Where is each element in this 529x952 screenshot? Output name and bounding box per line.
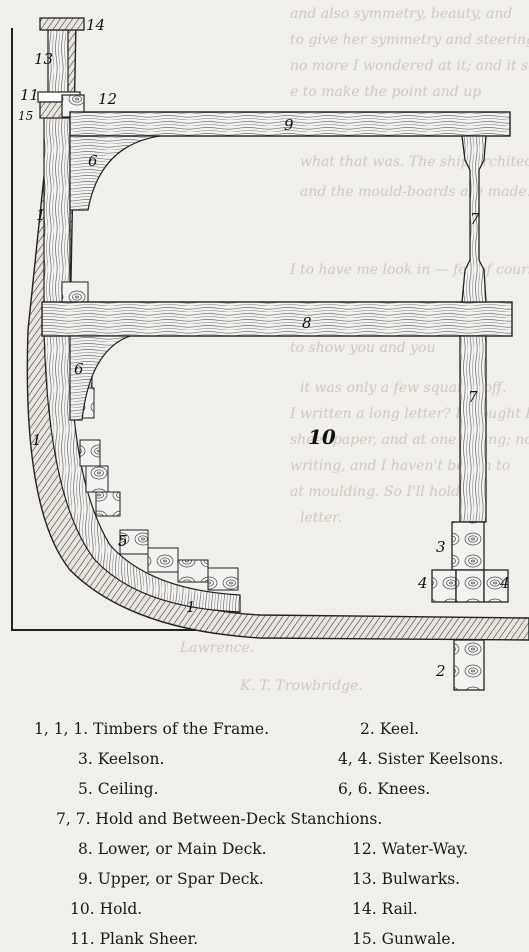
label-1-lower: 1	[186, 598, 196, 616]
label-5: 5	[118, 532, 128, 550]
legend-keelson: 3. Keelson.	[78, 750, 165, 768]
knee-upper	[69, 135, 161, 211]
bleed-through-line: writing, and I haven't begun to	[290, 458, 510, 474]
sister-keelson-right	[483, 569, 509, 603]
label-10: 10	[308, 425, 336, 449]
label-4-right: 4	[499, 574, 510, 592]
legend-gunwale: 15. Gunwale.	[352, 930, 456, 948]
legend-bulwarks: 13. Bulwarks.	[352, 870, 461, 888]
frame-timbers	[43, 99, 241, 613]
label-14: 14	[86, 16, 105, 34]
legend-water-way: 12. Water-Way.	[352, 840, 469, 858]
label-15: 15	[18, 109, 33, 123]
bleed-through-line: I written a long letter? I thought I wou…	[289, 406, 529, 422]
bleed-through-line: letter.	[300, 510, 342, 526]
bleed-through-line: and the mould-boards are made.	[300, 184, 529, 200]
bleed-through-line: it was only a few squares off.	[300, 380, 506, 396]
legend-upper-deck: 9. Upper, or Spar Deck.	[78, 870, 264, 888]
keelson	[451, 521, 485, 571]
ship-section-diagram: and also symmetry, beauty, and to give he…	[11, 6, 529, 694]
bleed-through-line: at moulding. So I'll hold the	[290, 484, 487, 500]
legend-lower-deck: 8. Lower, or Main Deck.	[78, 840, 267, 858]
between-deck-stanchion	[461, 135, 487, 303]
label-4-left: 4	[417, 574, 428, 592]
legend-keel: 2. Keel.	[360, 720, 420, 738]
legend-knees: 6, 6. Knees.	[338, 780, 431, 798]
rail	[39, 17, 85, 31]
label-6-upper: 6	[88, 152, 98, 170]
label-6-lower: 6	[74, 360, 84, 378]
hold-stanchion	[459, 335, 487, 523]
label-7-upper: 7	[470, 210, 480, 228]
legend-ceiling: 5. Ceiling.	[78, 780, 159, 798]
bleed-through-line: Lawrence.	[179, 640, 254, 656]
label-11: 11	[20, 86, 39, 104]
legend: 1, 1, 1. Timbers of the Frame. 2. Keel. …	[0, 712, 529, 952]
legend-rail: 14. Rail.	[352, 900, 418, 918]
legend-sister-keelsons: 4, 4. Sister Keelsons.	[338, 750, 504, 768]
label-1-upper: 1	[36, 206, 46, 224]
bleed-through-line: e to make the point and up	[290, 84, 481, 100]
upper-spar-deck	[69, 111, 511, 137]
bleed-through-line: to give her symmetry and steering; and	[290, 32, 529, 48]
keel	[453, 639, 485, 691]
keelson-center	[455, 569, 485, 603]
bleed-through-line: to show you and you	[290, 340, 436, 356]
sister-keelson-left	[431, 569, 457, 603]
bleed-through-line: K. T. Trowbridge.	[239, 678, 363, 694]
legend-timbers: 1, 1, 1. Timbers of the Frame.	[34, 720, 270, 738]
label-7-lower: 7	[468, 388, 478, 406]
legend-plank-sheer: 11. Plank Sheer.	[70, 930, 199, 948]
knee-lower	[69, 335, 131, 421]
label-12: 12	[98, 90, 117, 108]
legend-stanchions: 7, 7. Hold and Between-Deck Stanchions.	[56, 810, 383, 828]
label-13: 13	[34, 50, 53, 68]
legend-hold: 10. Hold.	[70, 900, 143, 918]
bleed-through-line: and also symmetry, beauty, and	[290, 6, 512, 22]
lower-main-deck	[41, 301, 513, 337]
label-8: 8	[302, 314, 312, 332]
label-2: 2	[435, 662, 446, 680]
label-1-middle: 1	[32, 431, 42, 449]
bleed-through-line: what that was. The ship architect	[300, 154, 529, 170]
label-3: 3	[436, 538, 446, 556]
bleed-through-line: I to have me look in — for of course I	[289, 262, 529, 278]
label-9: 9	[284, 116, 294, 134]
bleed-through-line: no more I wondered at it; and it seem to	[290, 58, 529, 74]
